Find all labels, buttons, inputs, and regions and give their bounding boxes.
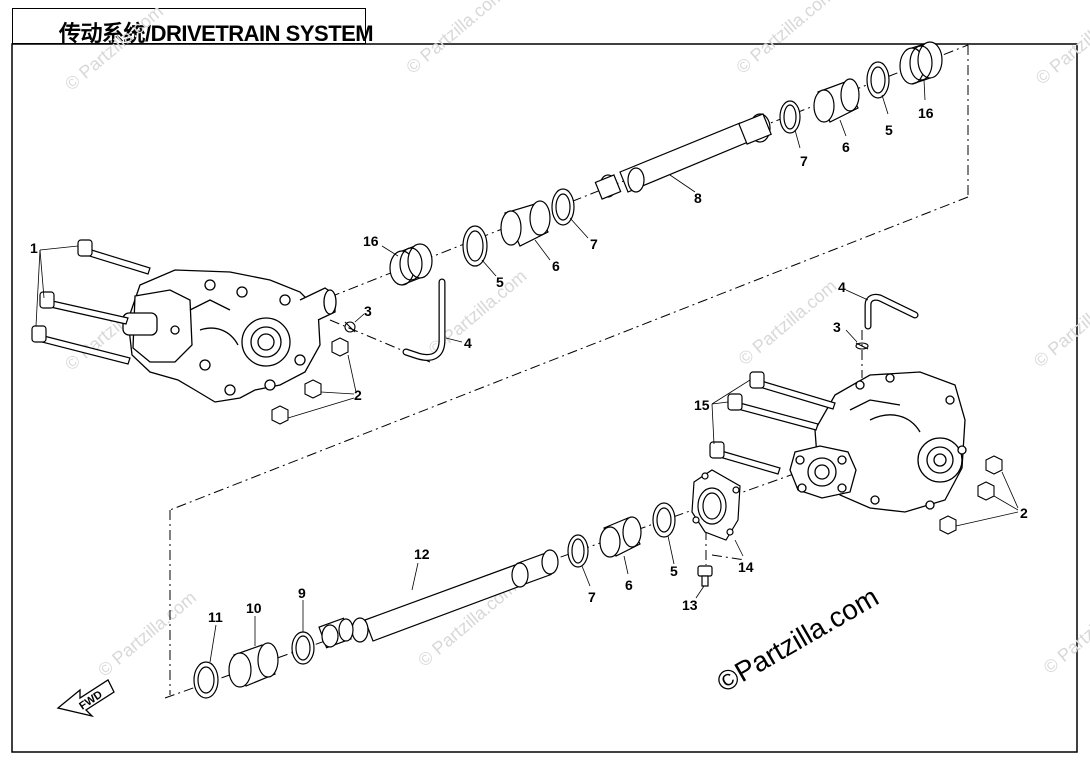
rear-flange-14 xyxy=(691,469,741,541)
callout-7-upper: 7 xyxy=(800,153,808,169)
leader-5-upper xyxy=(881,94,889,115)
callout-4-front: 4 xyxy=(464,335,472,351)
rear-yoke xyxy=(318,617,354,649)
rear-nuts xyxy=(939,455,1003,535)
callout-12: 12 xyxy=(414,546,430,562)
rear-ring-11 xyxy=(193,661,219,699)
rear-boot-6 xyxy=(599,516,642,558)
callout-9: 9 xyxy=(298,585,306,601)
leader-7-upper xyxy=(794,129,801,149)
leader-5-rear xyxy=(667,535,675,565)
callout-6-front: 6 xyxy=(552,258,560,274)
leader-3-rear xyxy=(845,329,858,343)
rear-differential xyxy=(789,371,967,513)
outer-frame xyxy=(11,43,1078,753)
callout-5-upper: 5 xyxy=(885,122,893,138)
rear-clip xyxy=(855,342,869,350)
copyright-text: ©Partzilla.com xyxy=(712,581,884,698)
callout-14: 14 xyxy=(738,559,754,575)
callout-8: 8 xyxy=(694,190,702,206)
callout-16-upper: 16 xyxy=(918,105,934,121)
callout-3-rear: 3 xyxy=(833,319,841,335)
callout-1: 1 xyxy=(30,240,38,256)
watermark-7: © Partzilla.com xyxy=(735,276,841,369)
front-driveshaft-8 xyxy=(594,113,772,200)
axis-line-flange xyxy=(711,554,746,561)
callout-10: 10 xyxy=(246,600,262,616)
leader-6-front xyxy=(534,239,551,261)
front-nuts xyxy=(271,337,349,425)
leader-13 xyxy=(695,585,705,599)
rear-driveshaft-12 xyxy=(351,549,559,643)
front-differential xyxy=(122,269,337,403)
watermark-3: © Partzilla.com xyxy=(732,0,838,78)
callout-2-front: 2 xyxy=(354,387,362,403)
leader-8 xyxy=(669,174,696,193)
front-clamp-16 xyxy=(389,243,433,286)
callout-7-rear: 7 xyxy=(588,589,596,605)
callout-4-rear: 4 xyxy=(838,279,846,295)
leader-11 xyxy=(209,624,217,663)
leader-4-rear xyxy=(845,289,869,301)
callout-6-rear: 6 xyxy=(625,577,633,593)
upper-ring-5 xyxy=(866,61,890,99)
leader-12 xyxy=(411,562,419,591)
frame-line-diagonal xyxy=(169,196,969,511)
front-boot-6 xyxy=(500,200,551,247)
upper-ring-7 xyxy=(779,100,801,134)
callout-15: 15 xyxy=(694,397,710,413)
front-clip xyxy=(344,321,356,333)
callout-5-front: 5 xyxy=(496,274,504,290)
leader-16-front xyxy=(381,245,399,257)
rear-bolts xyxy=(709,371,836,475)
fwd-arrow: FWD xyxy=(56,679,115,718)
leader-2-rear xyxy=(955,471,1019,527)
axis-line-hose xyxy=(329,319,431,363)
leader-1 xyxy=(35,245,79,327)
leader-3-front xyxy=(354,313,365,323)
rear-ring-7 xyxy=(567,534,589,568)
watermark-9: © Partzilla.com xyxy=(94,587,200,680)
flange-bolt-13 xyxy=(697,565,713,587)
upper-boot-6 xyxy=(813,78,860,123)
leader-6-rear xyxy=(623,555,629,575)
callout-11: 11 xyxy=(208,609,223,625)
callout-3-front: 3 xyxy=(364,303,372,319)
leader-15 xyxy=(711,379,751,445)
leader-5-front xyxy=(481,259,497,277)
front-ring-5 xyxy=(462,225,488,267)
rear-boot-10 xyxy=(228,642,279,688)
leader-7-front xyxy=(569,217,589,239)
watermark-2: © Partzilla.com xyxy=(402,0,508,78)
front-bolts xyxy=(31,239,151,365)
callout-2-rear: 2 xyxy=(1020,505,1028,521)
leader-7-rear xyxy=(581,565,591,587)
watermark-1: © Partzilla.com xyxy=(61,1,167,94)
watermark-8: © Partzilla.com xyxy=(1030,278,1090,371)
callout-13: 13 xyxy=(682,597,698,613)
callout-16-front: 16 xyxy=(363,233,379,249)
title-box: 传动系统/DRIVETRAIN SYSTEM xyxy=(12,8,374,46)
leader-4-front xyxy=(445,337,463,343)
callout-5-rear: 5 xyxy=(670,563,678,579)
callout-6-upper: 6 xyxy=(842,139,850,155)
rear-ring-5 xyxy=(652,502,676,538)
upper-clamp-16 xyxy=(899,41,943,85)
leader-14 xyxy=(734,539,744,557)
page-title: 传动系统/DRIVETRAIN SYSTEM xyxy=(59,21,374,46)
front-ring-7 xyxy=(551,188,575,226)
leader-16-upper xyxy=(923,79,926,101)
leader-2-front xyxy=(287,354,357,419)
leader-6-upper xyxy=(839,119,847,137)
callout-7-front: 7 xyxy=(590,236,598,252)
watermark-11: © Partzilla.com xyxy=(1040,584,1090,677)
rear-ring-9 xyxy=(291,631,315,665)
